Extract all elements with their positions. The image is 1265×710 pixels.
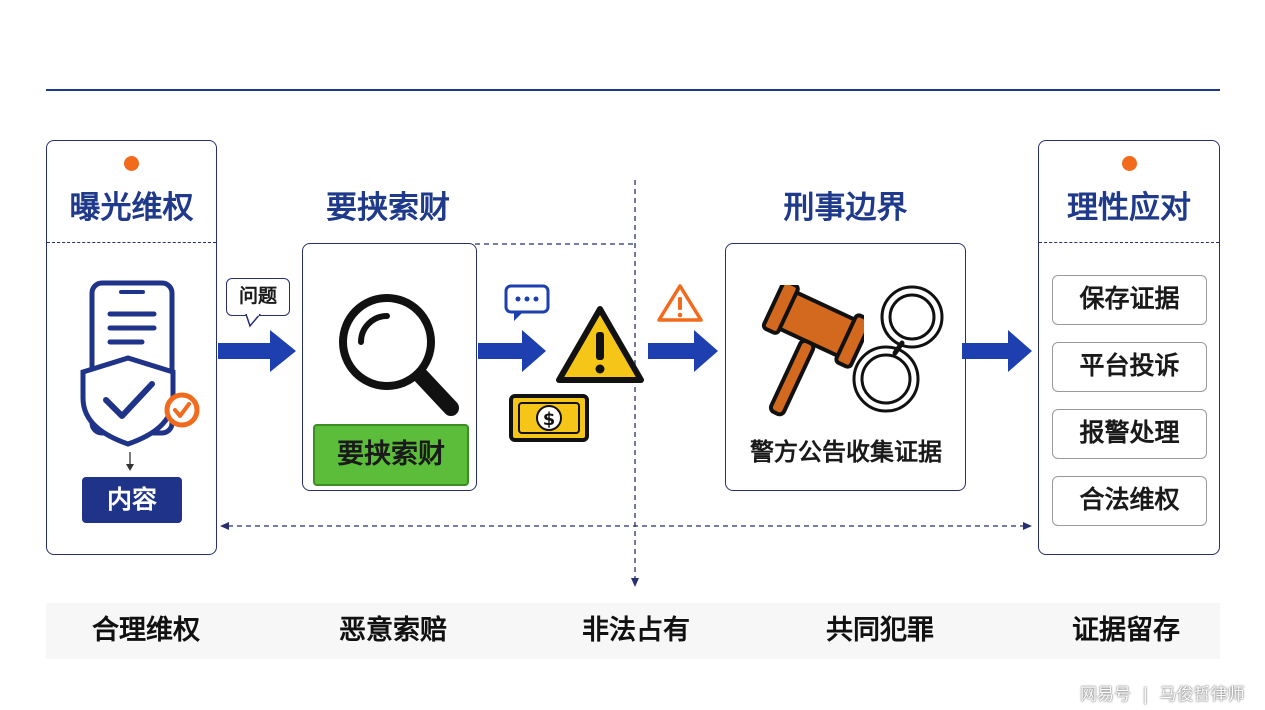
phone-shield-icon xyxy=(80,280,200,447)
orange-dot xyxy=(124,156,139,171)
panel-divider xyxy=(1039,242,1219,243)
legal-rights-button[interactable]: 合法维权 xyxy=(1052,476,1207,526)
stage-response-title: 理性应对 xyxy=(1067,190,1191,226)
alert-triangle-icon xyxy=(657,284,703,322)
money-bill-icon: $ xyxy=(509,394,589,442)
stage-extortion-title: 要挟索财 xyxy=(326,190,450,226)
timeline-dashed-arrow xyxy=(220,522,1032,530)
orange-dot xyxy=(1122,156,1137,171)
content-button[interactable]: 内容 xyxy=(82,477,182,523)
svg-text:$: $ xyxy=(543,409,556,430)
watermark: 网易号 | 马俊哲律师 xyxy=(1080,680,1245,705)
watermark-platform: 网易号 xyxy=(1080,685,1131,705)
caption-reasonable-rights: 合理维权 xyxy=(92,615,200,646)
caption-joint-crime: 共同犯罪 xyxy=(826,615,934,646)
watermark-separator: | xyxy=(1142,685,1149,705)
panel-divider xyxy=(47,242,216,243)
dashed-top-connector xyxy=(475,243,637,245)
extortion-label-button[interactable]: 要挟索财 xyxy=(313,424,469,486)
right-arrow-icon xyxy=(962,330,1032,372)
watermark-author: 马俊哲律师 xyxy=(1159,685,1245,705)
chat-bubble-icon xyxy=(504,284,550,321)
handcuffs-icon xyxy=(852,285,944,413)
save-evidence-button[interactable]: 保存证据 xyxy=(1052,275,1207,325)
caption-band xyxy=(46,603,1220,659)
right-arrow-icon xyxy=(218,330,296,372)
magnifier-icon xyxy=(339,294,459,416)
speech-tail-icon xyxy=(245,314,261,328)
stage-exposure-title: 曝光维权 xyxy=(69,190,194,226)
question-speech-bubble: 问题 xyxy=(226,278,290,316)
small-down-arrow xyxy=(126,452,134,471)
platform-complaint-button[interactable]: 平台投诉 xyxy=(1052,342,1207,392)
gavel-icon xyxy=(761,285,864,417)
top-rule xyxy=(46,89,1220,91)
report-police-button[interactable]: 报警处理 xyxy=(1052,409,1207,459)
caption-evidence-retention: 证据留存 xyxy=(1072,615,1180,646)
warning-triangle-icon xyxy=(556,306,644,383)
stage-criminal-title: 刑事边界 xyxy=(783,190,908,226)
right-arrow-icon xyxy=(478,330,546,372)
police-evidence-label: 警方公告收集证据 xyxy=(750,438,942,466)
right-arrow-icon xyxy=(648,330,718,372)
caption-malicious-claim: 恶意索赔 xyxy=(339,615,447,646)
caption-illegal-possession: 非法占有 xyxy=(582,615,690,646)
